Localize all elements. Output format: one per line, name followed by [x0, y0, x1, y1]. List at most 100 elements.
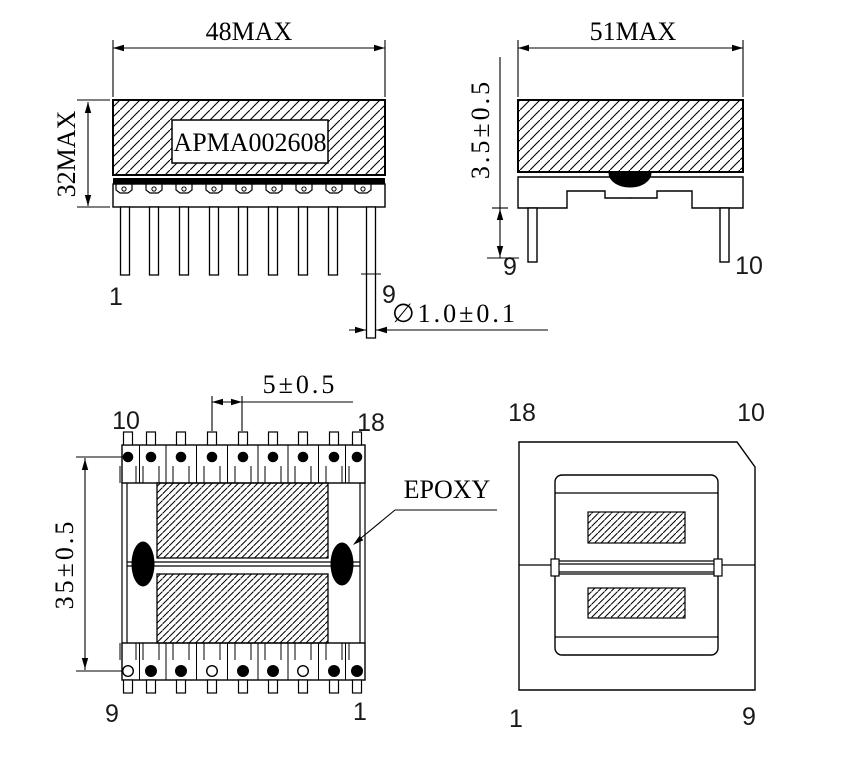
back-winding-lower	[587, 587, 686, 619]
side-view: 51MAX 3.5±0.5 9 10	[466, 17, 763, 281]
arrowhead	[212, 398, 223, 406]
back-winding-upper	[587, 511, 686, 544]
pin-dot-filled	[175, 451, 187, 463]
notch-hole	[121, 186, 127, 192]
pin-dot-filled	[267, 665, 280, 678]
arrowhead	[231, 398, 242, 406]
epoxy-blob-left	[131, 541, 155, 587]
leader-arrowhead	[353, 535, 364, 545]
notch	[295, 184, 313, 194]
notch	[115, 184, 133, 194]
arrowhead	[732, 44, 743, 52]
dim-pitch-label: 5±0.5	[263, 370, 338, 399]
notch	[205, 184, 223, 194]
pin	[119, 206, 131, 276]
bobbin-structure-lines	[119, 445, 366, 680]
pin	[327, 206, 339, 276]
back-side-tab-right	[713, 558, 723, 577]
arrowhead	[376, 326, 387, 334]
tab-bottom	[175, 679, 187, 694]
pin-dot-filled	[328, 665, 341, 678]
notch-hole	[331, 186, 337, 192]
notch	[235, 184, 253, 194]
notch-hole	[211, 186, 217, 192]
tab-top	[267, 431, 279, 446]
arrowhead	[355, 326, 366, 334]
pin-dot-filled	[351, 665, 364, 678]
arrowhead	[496, 246, 504, 257]
tab-top	[175, 431, 187, 446]
notch-hole	[241, 186, 247, 192]
notch	[145, 184, 163, 194]
pin	[178, 206, 190, 276]
pin-10-label-bottom: 10	[112, 407, 140, 435]
back-core-lines	[519, 492, 755, 638]
tab-bottom	[267, 679, 279, 694]
notch	[354, 184, 372, 194]
pin	[148, 206, 160, 276]
arrowhead	[496, 209, 504, 220]
dim-35-label: 35±0.5	[50, 519, 79, 610]
back-bobbin	[554, 474, 719, 656]
pin-dot-open	[205, 665, 218, 678]
front-terminal-notches	[115, 184, 372, 194]
tab-top	[206, 431, 218, 446]
tab-top	[237, 431, 249, 446]
front-pins	[119, 206, 377, 339]
tab-top	[122, 431, 134, 446]
arrowhead	[113, 44, 124, 52]
dim-48max-label: 48MAX	[206, 17, 293, 46]
pin-10-label-side: 10	[735, 252, 763, 280]
pin-dot-filled	[236, 665, 249, 678]
tab-bottom	[122, 679, 134, 694]
notch-hole	[151, 186, 157, 192]
pin-18-label-back: 18	[508, 399, 536, 427]
pin-dot-filled	[351, 451, 363, 463]
core-hatched-upper	[156, 482, 329, 559]
tab-bottom	[145, 679, 157, 694]
epoxy-blob-right	[330, 542, 354, 586]
pin-1-label: 1	[109, 283, 123, 311]
part-number-plate	[171, 119, 329, 164]
pin-1-label-back: 1	[509, 705, 523, 733]
pin-10-label-back: 10	[737, 399, 765, 427]
notch	[175, 184, 193, 194]
arrowhead	[374, 44, 385, 52]
dim-pin-diameter-label: ∅1.0±0.1	[392, 299, 518, 328]
pin-dot-filled	[297, 451, 309, 463]
side-base-profile	[517, 176, 744, 209]
side-pin-9	[527, 207, 538, 263]
pin-dot-filled	[328, 451, 340, 463]
pin-dot-filled	[145, 451, 157, 463]
arrowhead	[81, 459, 89, 470]
side-epoxy-dome	[608, 172, 652, 188]
tab-top	[297, 431, 309, 446]
pin	[297, 206, 309, 276]
dim-3p5-label: 3.5±0.5	[466, 79, 495, 179]
bottom-view: 5±0.5 35±0.5 EPOXY 10 18 9 1	[50, 370, 491, 728]
notch-hole	[360, 186, 366, 192]
back-view: 18 10 1 9	[508, 399, 765, 733]
front-header	[112, 183, 386, 208]
tab-bottom	[328, 679, 340, 694]
tab-bottom	[237, 679, 249, 694]
pin-9-label-front: 9	[382, 281, 396, 309]
tab-top	[328, 431, 340, 446]
dim-line	[354, 509, 396, 544]
dim-51max-label: 51MAX	[590, 17, 677, 46]
notch-hole	[271, 186, 277, 192]
pin-dot-filled	[122, 451, 134, 463]
pin	[237, 206, 249, 276]
terminal-tabs	[122, 431, 363, 694]
tab-bottom	[206, 679, 218, 694]
pin-dot-filled	[144, 665, 157, 678]
part-number-label: APMA002608	[173, 128, 326, 157]
pin-dot-open	[121, 665, 134, 678]
tab-top	[351, 431, 363, 446]
pin-dot-filled	[174, 665, 187, 678]
arrowhead	[81, 658, 89, 669]
pin-1-label-bottom: 1	[353, 698, 367, 726]
pin-9-long	[365, 206, 377, 339]
side-pin-10	[719, 207, 730, 263]
